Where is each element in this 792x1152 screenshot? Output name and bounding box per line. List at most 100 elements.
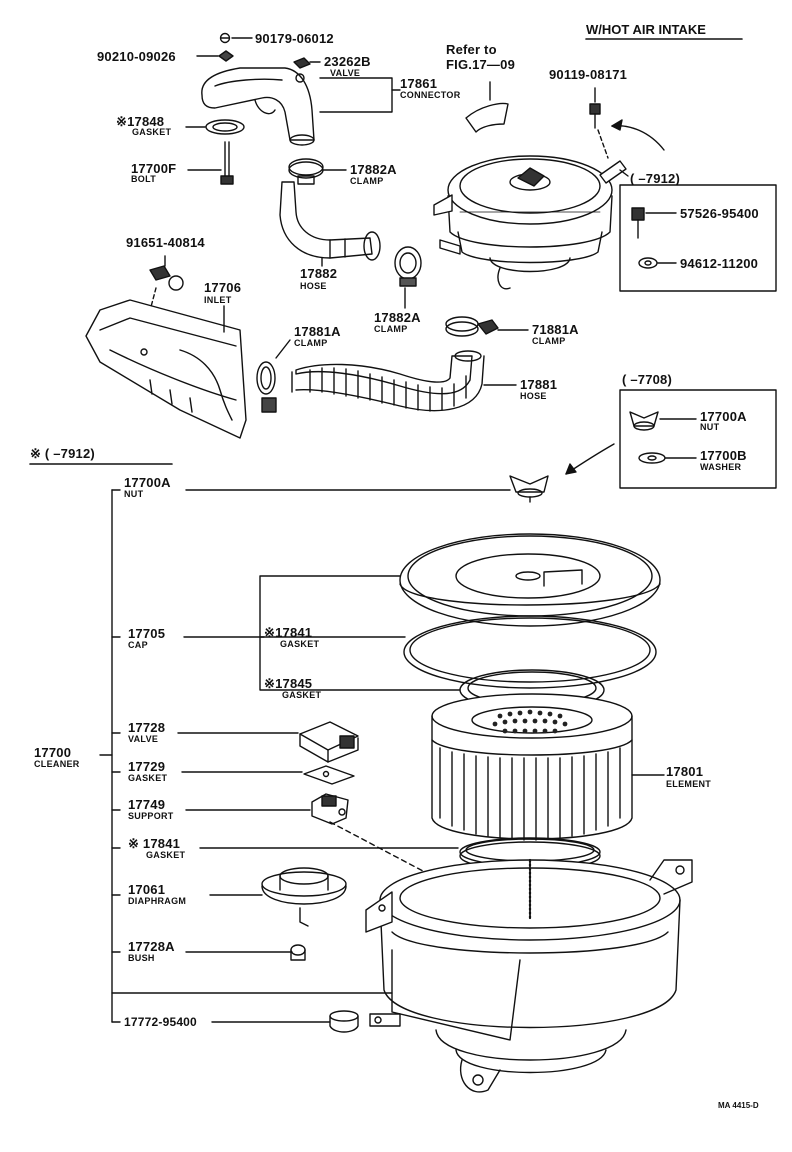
wing-nut-17700A-icon <box>509 475 549 503</box>
part-name: GASKET <box>132 127 172 137</box>
refer-figure: FIG.17—09 <box>446 57 515 72</box>
date-range-note: ※ ( –7912) <box>30 446 95 461</box>
hot-air-cleaner-icon <box>433 155 627 290</box>
date-range-note: ( –7708) <box>622 372 673 387</box>
figure-code: MA 4415-D <box>718 1101 759 1110</box>
cleaner-body-icon <box>365 858 693 1093</box>
leader <box>275 339 291 359</box>
part-number: 17061 <box>128 882 166 897</box>
part-name: CLAMP <box>532 336 566 346</box>
part-name: NUT <box>124 489 144 499</box>
part-number: 23262B <box>324 54 371 69</box>
inlet-17706-icon <box>85 299 247 439</box>
part-number: 17861 <box>400 76 438 91</box>
part-number: 17728 <box>128 720 166 735</box>
part-number: 17772-95400 <box>124 1015 197 1029</box>
clamp-17882A-top-icon <box>288 158 324 185</box>
part-number: 94612-11200 <box>680 256 759 271</box>
part-number: 17705 <box>128 626 166 641</box>
part-name: BUSH <box>128 953 155 963</box>
part-name: VALVE <box>330 68 361 78</box>
bolt-90119-icon <box>589 103 601 129</box>
washer-17700B-icon <box>638 452 666 464</box>
part-name: CLAMP <box>374 324 408 334</box>
part-number: 90119-08171 <box>549 67 628 82</box>
leader <box>619 169 629 177</box>
gasket-17848-icon <box>205 119 245 135</box>
refer-arc-icon <box>465 102 509 133</box>
dashed-path <box>329 821 441 881</box>
part-name: HOSE <box>520 391 547 401</box>
washer-94612-icon <box>638 257 658 269</box>
part-number: ※17841 <box>264 625 313 640</box>
part-number: ※ 17841 <box>128 836 181 851</box>
part-number: 17801 <box>666 764 704 779</box>
inset-box-17700A <box>619 389 777 489</box>
part-number: 90179-06012 <box>255 31 334 46</box>
hose-17882-icon <box>279 181 381 261</box>
nut-90179-icon <box>219 32 231 44</box>
part-name: CLAMP <box>350 176 384 186</box>
part-number: 17700B <box>700 448 747 463</box>
bolt-17700F-icon <box>220 141 234 185</box>
refer-text: Refer to <box>446 42 497 57</box>
part-number: 91651-40814 <box>126 235 205 250</box>
part-name: CLAMP <box>294 338 328 348</box>
part-name: GASKET <box>146 850 186 860</box>
part-name: VALVE <box>128 734 159 744</box>
nut-90210-icon <box>218 50 234 62</box>
part-number: 17882A <box>374 310 421 325</box>
valve-17728-icon <box>299 721 359 763</box>
part-number: 57526-95400 <box>680 206 759 221</box>
part-number: ※17845 <box>264 676 313 691</box>
clamp-71881A-icon <box>445 316 499 337</box>
part-name: NUT <box>700 422 720 432</box>
leader <box>319 77 393 113</box>
part-number: 17881 <box>520 377 558 392</box>
part-number: 17700A <box>700 409 747 424</box>
part-number: 17728A <box>128 939 175 954</box>
part-name: INLET <box>204 295 232 305</box>
part-name: DIAPHRAGM <box>128 896 187 906</box>
part-name: GASKET <box>128 773 168 783</box>
part-number: 17700F <box>131 161 177 176</box>
gasket-17841-top-icon <box>403 615 657 689</box>
date-range-note: ( –7912) <box>630 171 681 186</box>
gasket-bracket <box>259 575 461 691</box>
part-name: CAP <box>128 640 148 650</box>
part-number: 17749 <box>128 797 166 812</box>
valve-23262-icon <box>293 57 321 69</box>
part-name: GASKET <box>282 690 322 700</box>
part-number: 17706 <box>204 280 242 295</box>
bolt-57526-icon <box>631 207 645 239</box>
part-number: 17700 <box>34 745 72 760</box>
cap-17705-icon <box>399 533 661 627</box>
wing-nut-inset-icon <box>629 411 659 431</box>
diaphragm-17061-icon <box>261 867 347 927</box>
leader <box>597 129 609 159</box>
bush-17728A-icon <box>290 944 306 961</box>
gasket-17729-icon <box>303 765 355 785</box>
part-name: ELEMENT <box>666 779 712 789</box>
inset-box-57526 <box>619 184 777 292</box>
part-name: BOLT <box>131 174 157 184</box>
part-name: CONNECTOR <box>400 90 461 100</box>
part-number: 17882 <box>300 266 338 281</box>
part-number: 71881A <box>532 322 579 337</box>
part-name: CLEANER <box>34 759 80 769</box>
part-name: HOSE <box>300 281 327 291</box>
connector-17861-icon <box>201 67 315 146</box>
part-number: ※17848 <box>116 114 165 129</box>
variant-title: W/HOT AIR INTAKE <box>586 22 706 37</box>
leader <box>147 287 157 319</box>
bolt-91651-icon <box>149 265 184 291</box>
hose-17881-icon <box>291 350 485 412</box>
part-name: SUPPORT <box>128 811 174 821</box>
part-number: 17729 <box>128 759 166 774</box>
part-number: 17881A <box>294 324 341 339</box>
element-17801-icon <box>431 693 633 841</box>
mount-17772-icon <box>329 1010 401 1033</box>
clamp-17882A-bottom-icon <box>394 246 422 287</box>
